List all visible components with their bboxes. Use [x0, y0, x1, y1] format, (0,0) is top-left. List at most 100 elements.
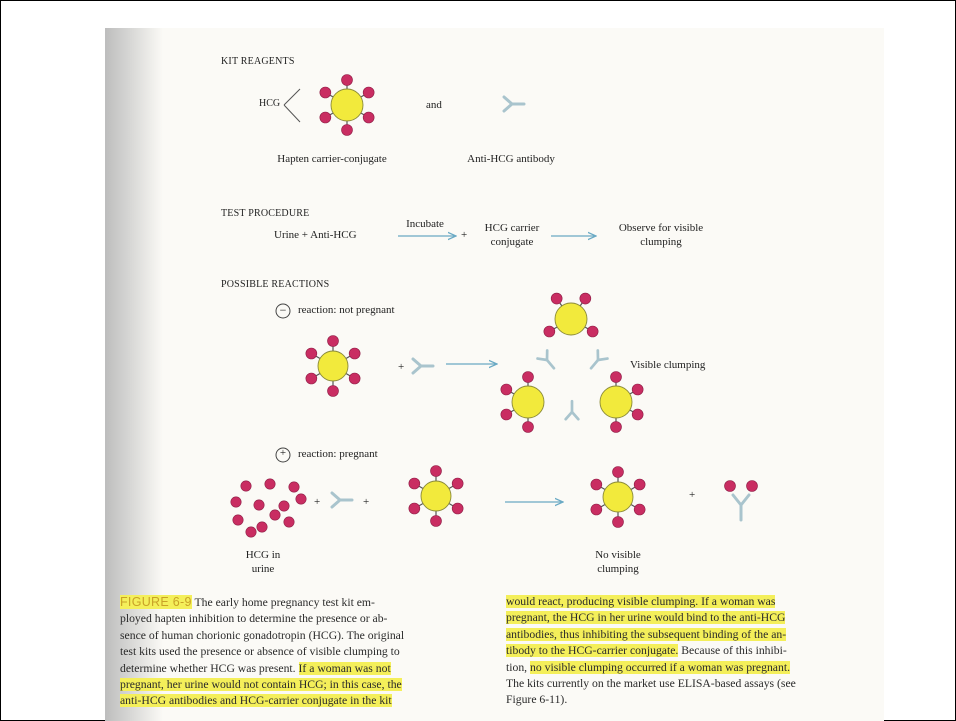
- hcg-molecule: [451, 477, 464, 490]
- carrier-protein: [602, 481, 634, 513]
- hcg-molecule: [543, 325, 556, 338]
- hcg-molecule: [612, 516, 624, 528]
- hcg-molecule: [430, 465, 442, 477]
- test-procedure-heading: TEST PROCEDURE: [221, 208, 310, 219]
- positive-plus-2: +: [363, 496, 370, 508]
- carrier-conjugate-negative: [305, 335, 361, 397]
- hcg-bracket: [283, 88, 301, 123]
- negative-plus: +: [398, 361, 405, 373]
- hcg-molecule: [590, 503, 603, 516]
- no-visible-clumping-line1: No visible: [595, 549, 641, 561]
- caption-highlight: If a woman was not: [298, 661, 391, 675]
- caption-line: Figure 6-11).: [506, 693, 568, 707]
- carrier-protein: [599, 385, 633, 419]
- caption-line: The kits currently on the market use ELI…: [506, 677, 796, 691]
- hcg-carrier-label-line1: HCG carrier: [484, 222, 540, 234]
- free-hcg-molecule: [245, 526, 257, 538]
- hcg-molecule: [327, 335, 339, 347]
- caption-text: tion,: [506, 660, 531, 674]
- free-hcg-molecule: [232, 514, 244, 526]
- hcg-label: HCG: [259, 98, 281, 109]
- hcg-molecule: [305, 347, 318, 360]
- hcg-molecule: [550, 292, 563, 305]
- hcg-molecule: [362, 86, 375, 99]
- hcg-molecule: [633, 503, 646, 516]
- hapten-carrier-conjugate-label: Hapten carrier-conjugate: [277, 153, 387, 165]
- hcg-molecule: [631, 383, 644, 396]
- hcg-in-urine-line2: urine: [251, 563, 275, 575]
- hcg-molecule: [348, 372, 361, 385]
- hcg-molecule: [586, 325, 599, 338]
- bound-hcg-molecule: [746, 480, 758, 492]
- bound-hcg-molecule: [724, 480, 736, 492]
- anti-hcg-antibody-label: Anti-HCG antibody: [467, 153, 555, 165]
- hcg-molecule: [610, 421, 622, 433]
- hcg-molecule: [348, 347, 361, 360]
- hcg-molecule: [451, 502, 464, 515]
- caption-right-column: would react, producing visible clumping.…: [506, 594, 796, 709]
- antibody-arms: [596, 349, 609, 362]
- antibody-arms: [411, 357, 423, 375]
- clump-antibody-3: [564, 399, 580, 421]
- caption-text: Because of this inhibi-: [678, 644, 787, 658]
- free-hcg-molecule: [264, 478, 276, 490]
- bound-antibody: [731, 493, 751, 522]
- caption-line: tibody to the HCG-carrier conjugate. Bec…: [506, 643, 796, 659]
- free-hcg-molecule: [240, 480, 252, 492]
- urine-anti-hcg-label: Urine + Anti-HCG: [274, 229, 357, 241]
- hcg-molecule: [305, 372, 318, 385]
- pregnant-label: reaction: pregnant: [298, 448, 378, 460]
- hcg-molecule: [341, 124, 353, 136]
- hcg-molecule: [408, 477, 421, 490]
- minus-sign-circle: [275, 303, 291, 319]
- kit-reagents-heading: KIT REAGENTS: [221, 56, 295, 67]
- caption-line: antibodies, thus inhibiting the subseque…: [506, 627, 796, 643]
- hcg-molecule: [500, 383, 513, 396]
- free-hcg-molecule: [230, 496, 242, 508]
- anti-hcg-antibody: [502, 95, 526, 113]
- visible-clumping-label: Visible clumping: [630, 359, 706, 371]
- hcg-molecule: [408, 502, 421, 515]
- hcg-molecule: [341, 74, 353, 86]
- caption-line: FIGURE 6-9 The early home pregnancy test…: [120, 594, 404, 611]
- and-label: and: [426, 99, 442, 111]
- caption-highlight: no visible clumping occurred if a woman …: [530, 660, 791, 674]
- caption-line: sence of human chorionic gonadotropin (H…: [120, 628, 405, 642]
- negative-sign: −: [279, 303, 287, 317]
- procedure-plus: +: [461, 229, 468, 241]
- hcg-molecule: [612, 466, 624, 478]
- carrier-protein: [330, 88, 364, 122]
- free-hcg-molecule: [256, 521, 268, 533]
- observe-label-line1: Observe for visible: [618, 222, 704, 234]
- antibody-negative: [411, 357, 435, 375]
- caption-line: determine whether HCG was present. If a …: [120, 661, 404, 677]
- free-hcg-molecule: [278, 500, 290, 512]
- positive-sign: +: [279, 447, 287, 459]
- free-hcg-molecule: [288, 481, 300, 493]
- hcg-carrier-label-line2: conjugate: [490, 236, 534, 248]
- observe-label-line2: clumping: [640, 236, 682, 248]
- hapten-carrier-conjugate: [319, 74, 375, 136]
- caption-line: ployed hapten inhibition to determine th…: [120, 612, 388, 626]
- caption-line: would react, producing visible clumping.…: [506, 594, 796, 610]
- antibody-stem: [589, 358, 600, 370]
- caption-line: pregnant, the HCG in her urine would bin…: [506, 610, 796, 626]
- hcg-molecule: [430, 515, 442, 527]
- hcg-molecule: [579, 292, 592, 305]
- caption-highlight: pregnant, her urine would not contain HC…: [120, 678, 402, 692]
- hcg-molecule: [522, 371, 534, 383]
- antibody-arms: [330, 491, 342, 509]
- antibody-arms: [536, 349, 549, 362]
- carrier-protein: [511, 385, 545, 419]
- caption-highlight: anti-HCG antibodies and HCG-carrier conj…: [120, 694, 392, 708]
- hcg-molecule: [610, 371, 622, 383]
- caption-line: anti-HCG antibodies and HCG-carrier conj…: [120, 693, 404, 709]
- clump-conjugate-top: [543, 292, 599, 338]
- carrier-protein: [554, 302, 588, 336]
- caption-highlight: antibodies, thus inhibiting the subseque…: [506, 627, 787, 641]
- figure-caption: FIGURE 6-9 The early home pregnancy test…: [120, 594, 885, 721]
- free-hcg-molecule: [295, 493, 307, 505]
- incubate-label: Incubate: [406, 218, 444, 230]
- caption-line: test kits used the presence or absence o…: [120, 645, 400, 659]
